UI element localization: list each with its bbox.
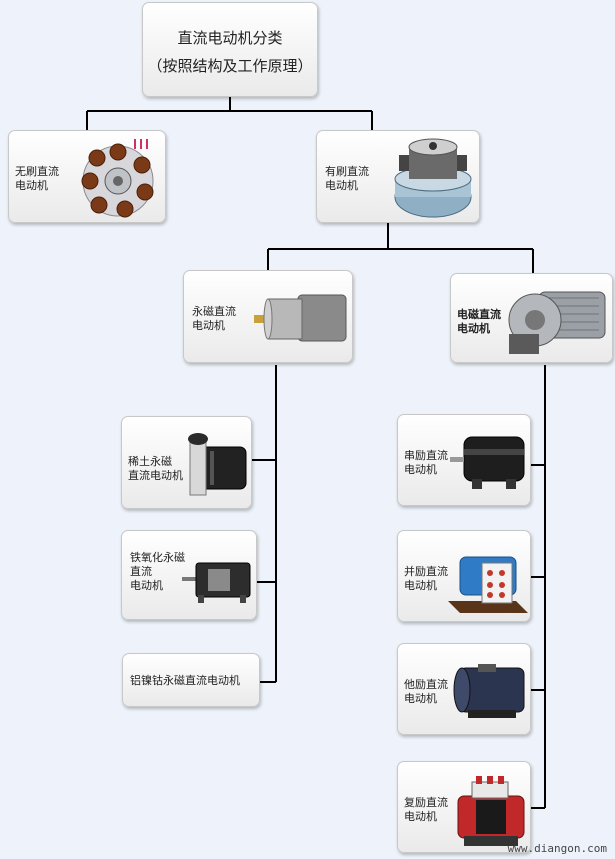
geared-motor-icon <box>508 291 606 354</box>
brushless-node: 无刷直流 电动机 <box>8 130 166 223</box>
separately-excited-node: 他励直流 电动机 <box>397 643 531 735</box>
series-node: 串励直流 电动机 <box>397 414 531 506</box>
brushed-label: 有刷直流 电动机 <box>325 165 369 192</box>
alnico-node: 铝镍钴永磁直流电动机 <box>122 653 260 707</box>
compound-motor-icon <box>457 776 525 846</box>
root-node: 直流电动机分类 （按照结构及工作原理） <box>142 2 318 97</box>
rare-earth-node: 稀土永磁 直流电动机 <box>121 416 252 509</box>
separate-motor-icon <box>453 664 525 718</box>
root-title: 直流电动机分类 <box>177 29 283 47</box>
shunt-node: 并励直流 电动机 <box>397 530 531 622</box>
brushed-node: 有刷直流 电动机 <box>316 130 480 223</box>
long-motor-icon <box>182 562 251 603</box>
brushless-motor-icon <box>81 139 154 218</box>
rare-earth-label: 稀土永磁 直流电动机 <box>128 455 183 482</box>
compound-node: 复励直流 电动机 <box>397 761 531 853</box>
ferrite-node: 铁氧化永磁 直流 电动机 <box>121 530 257 620</box>
permanent-magnet-label: 永磁直流 电动机 <box>192 305 236 332</box>
series-motor-icon <box>450 436 525 489</box>
permanent-magnet-node: 永磁直流 电动机 <box>183 270 353 363</box>
electromagnetic-label: 电磁直流 电动机 <box>457 308 501 335</box>
watermark: www.diangon.com <box>507 842 607 855</box>
root-subtitle: （按照结构及工作原理） <box>147 57 313 75</box>
encoder-motor-icon <box>188 433 247 496</box>
shunt-motor-icon <box>448 556 528 613</box>
ferrite-label: 铁氧化永磁 直流 电动机 <box>130 551 185 592</box>
vacuum-motor-icon <box>394 138 472 218</box>
series-label: 串励直流 电动机 <box>404 449 448 476</box>
shunt-label: 并励直流 电动机 <box>404 565 448 592</box>
brushless-label: 无刷直流 电动机 <box>15 165 59 192</box>
gear-motor-icon <box>254 294 347 342</box>
compound-label: 复励直流 电动机 <box>404 796 448 823</box>
electromagnetic-node: 电磁直流 电动机 <box>450 273 613 363</box>
separately-excited-label: 他励直流 电动机 <box>404 678 448 705</box>
alnico-label: 铝镍钴永磁直流电动机 <box>130 674 240 687</box>
